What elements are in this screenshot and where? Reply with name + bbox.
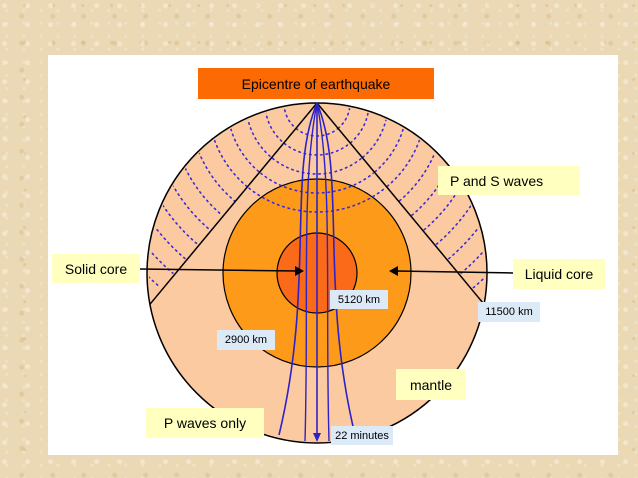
mantle-label: mantle [396,369,466,400]
diagram-panel: Epicentre of earthquake P and S waves So… [48,55,618,455]
wave-arc-right [362,105,389,158]
travel-time-label: 22 minutes [331,426,393,445]
p-wave-path-left [278,102,318,436]
p-and-s-waves-label: P and S waves [438,166,580,195]
liquid-core-arrow-line [395,270,514,274]
wave-arc-right [337,105,351,129]
wave-arc-cone [271,157,363,175]
p-wave-arrowhead [313,433,321,442]
inner-core-distance-label: 5120 km [330,290,388,309]
wave-arc-left [149,111,199,245]
earth-cross-section [139,102,514,444]
solid-core-label: Solid core [52,254,140,283]
core-boundary-distance-label: 2900 km [217,330,275,350]
outer-distance-label: 11500 km [478,302,540,322]
shadow-boundary-right [316,102,485,305]
solid-core-arrowhead [295,266,304,276]
diagram-title: Epicentre of earthquake [198,68,434,99]
shadow-boundary-left [149,102,318,305]
wave-arc-left [149,113,174,274]
wave-arc-right [435,111,485,245]
wave-arc-right [386,107,427,187]
p-waves-only-label: P waves only [146,408,264,438]
solid-core-arrow-line [139,268,299,272]
p-wave-path-right [316,102,356,436]
liquid-core-label: Liquid core [513,259,605,289]
wave-arc-right [460,113,485,274]
liquid-core-arrowhead [389,266,398,276]
wave-arc-left [207,107,248,187]
p-wave-path-inner-left [304,102,318,442]
p-wave-path-inner-right [316,102,330,442]
wave-arc-left [264,105,285,144]
